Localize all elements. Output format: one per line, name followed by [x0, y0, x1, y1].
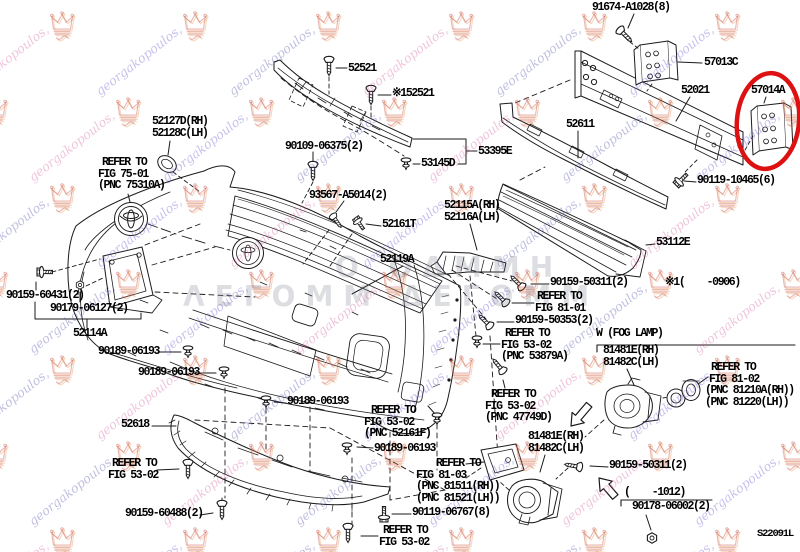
part-label-53145D: 53145D — [421, 157, 456, 170]
part-label-90189-06193-4: 90189-06193 — [374, 442, 436, 455]
part-label-90109-06375: 90109-06375(2) — [285, 140, 364, 153]
part-bracket-57013C — [629, 40, 679, 92]
part-bumper-cover — [67, 165, 462, 435]
part-label-52611: 52611 — [566, 118, 595, 131]
svg-text:georgakopoulos,: georgakopoulos, — [0, 22, 52, 98]
part-label-52127D-52128C: 52127D(RH)52128C(LH) — [152, 115, 209, 140]
leader-lines — [127, 13, 767, 537]
part-label-90119-06767: 90119-06767(8) — [412, 506, 491, 519]
part-label-90179-06127: 90179-06127(2) — [50, 302, 129, 315]
svg-text:georgakopoulos,: georgakopoulos, — [226, 538, 318, 552]
direction-arrow-lower — [598, 477, 619, 500]
part-label-90178-06002: 90178-06002(2) — [632, 500, 711, 513]
svg-text:georgakopoulos,: georgakopoulos, — [691, 452, 783, 528]
part-label-90159-50311-a: 90159-50311(2) — [550, 276, 629, 289]
direction-arrow-upper — [570, 401, 593, 427]
part-emblem — [114, 202, 231, 251]
part-label-date-1012: ( -1012) — [624, 486, 686, 499]
part-label-drawing-code: S22091L — [757, 528, 794, 540]
part-label-57014A: 57014A — [751, 84, 786, 97]
part-undercover — [168, 414, 446, 512]
part-label-90189-06193-2: 90189-06193 — [138, 366, 200, 379]
svg-text:ΛΕΓΟΜΜ ΔΕΓΟΜΜ: ΛΕΓΟΜΜ ΔΕΓΟΜΜ — [183, 280, 599, 313]
part-label-52521: 52521 — [348, 62, 377, 75]
date-bracket-rule — [620, 499, 713, 507]
svg-text:georgakopoulos,: georgakopoulos, — [492, 538, 584, 552]
svg-text:georgakopoulos,: georgakopoulos, — [625, 194, 717, 270]
part-label-90119-10465: 90119-10465(6) — [697, 174, 776, 187]
part-label-81481E-81482C-b: 81481E(RH)81482C(LH) — [528, 430, 585, 455]
part-label-52114A: 52114A — [73, 327, 108, 340]
svg-text:georgakopoulos,: georgakopoulos, — [0, 366, 52, 442]
part-label-52161T: 52161T — [382, 218, 417, 231]
part-label-52021: 52021 — [681, 84, 710, 97]
part-label-93567-A5014: 93567-A5014(2) — [309, 189, 388, 202]
part-fog-lamp-rh — [584, 377, 669, 438]
svg-text:georgakopoulos,: georgakopoulos, — [93, 22, 185, 98]
part-upper-retainer-strip — [273, 59, 413, 148]
svg-text:georgakopoulos,: georgakopoulos, — [26, 452, 118, 528]
part-lower-grille — [496, 183, 647, 278]
part-label-81481E-81482C-a: 81481E(RH)81482C(LH) — [603, 344, 660, 369]
svg-text:georgakopoulos,: georgakopoulos, — [0, 538, 52, 552]
fog-section-rule — [596, 344, 796, 353]
part-fog-lamp-lh — [499, 467, 569, 526]
part-label-90159-50311-b: 90159-50311(2) — [609, 459, 688, 472]
part-label-90159-50353: 90159-50353(2) — [515, 314, 594, 327]
group-bracket-53395E — [412, 138, 478, 165]
part-label-90189-06193-3: 90189-06193 — [287, 395, 349, 408]
part-label-52115A-52116A: 52115A(RH)52116A(LH) — [444, 199, 501, 224]
svg-text:georgakopoulos,: georgakopoulos, — [625, 538, 717, 552]
part-bracket-57014A — [683, 102, 794, 174]
svg-text:georgakopoulos,: georgakopoulos, — [492, 22, 584, 98]
part-label-w-fog-lamp: W (FOG LAMP) — [596, 327, 664, 340]
svg-text:georgakopoulos,: georgakopoulos, — [93, 538, 185, 552]
part-label-52521-note1: ※152521 — [392, 87, 435, 100]
part-label-53395E: 53395E — [478, 145, 513, 158]
part-label-57013C: 57013C — [704, 56, 739, 69]
svg-text:Ο ΟΔΜΜΗ: Ο ΟΔΜΜΗ — [335, 251, 563, 284]
svg-text:georgakopoulos,: georgakopoulos, — [0, 194, 52, 270]
part-energy-absorber — [499, 102, 669, 210]
part-label-52618: 52618 — [121, 418, 150, 431]
part-label-90159-60488: 90159-60488(2) — [125, 507, 204, 520]
part-label-90189-06193-1: 90189-06193 — [98, 345, 160, 358]
part-side-support — [430, 251, 513, 337]
part-label-91674-A1028: 91674-A1028(8) — [592, 1, 671, 14]
part-label-note1-0906: ※1( -0906) — [665, 276, 741, 289]
highlight-ellipse — [734, 70, 800, 172]
part-label-90159-60431: 90159-60431(2) — [6, 289, 85, 302]
part-fog-bulb-socket — [666, 379, 701, 408]
part-label-53112E: 53112E — [656, 236, 691, 249]
group-bracket-52114A — [34, 301, 142, 329]
part-label-52119A: 52119A — [380, 253, 415, 266]
